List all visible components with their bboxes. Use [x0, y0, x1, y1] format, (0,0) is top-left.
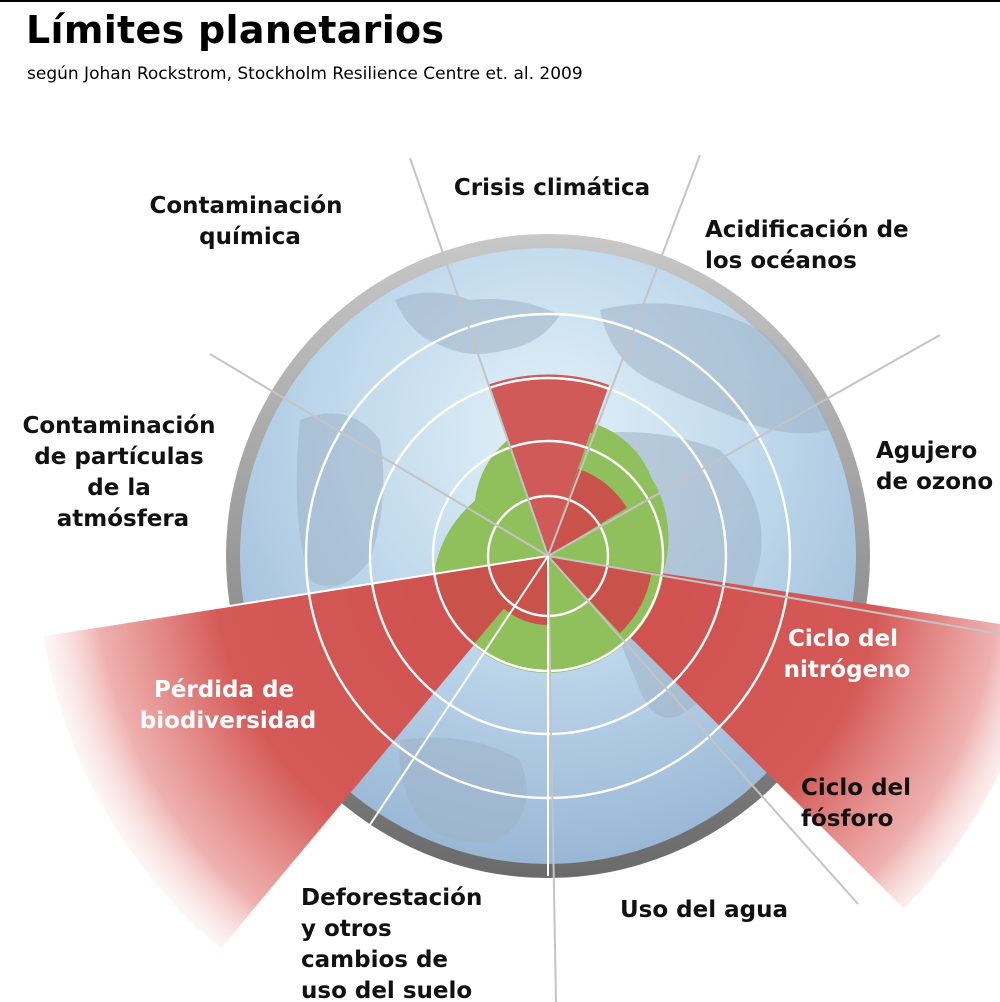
label-particles-line-1: Contaminación	[22, 413, 215, 439]
label-land-use-line-3: cambios de	[301, 947, 448, 973]
spoke-8	[31, 555, 549, 638]
label-land-use: Deforestación y otros cambios de uso del…	[301, 885, 490, 1002]
label-chemical: Contaminación química	[149, 193, 350, 250]
label-nitrogen-line-2: nitrógeno	[784, 657, 911, 683]
label-acidification: Acidificación de los océanos	[705, 217, 917, 274]
label-ozone-line-2: de ozono	[876, 469, 993, 495]
page-subtitle: según Johan Rockstrom, Stockholm Resilie…	[27, 64, 583, 84]
label-chemical-line-2: química	[199, 224, 301, 250]
spoke-4	[547, 555, 1000, 635]
label-water: Uso del agua	[620, 897, 788, 923]
label-nitrogen: Ciclo del nitrógeno	[784, 626, 911, 683]
label-biodiversity: Pérdida de biodiversidad	[140, 677, 316, 734]
spoke-7	[329, 555, 549, 886]
label-particles: Contaminación de partículas de la atmósf…	[22, 413, 223, 532]
label-land-use-line-1: Deforestación	[301, 885, 482, 911]
spoke-9	[209, 353, 549, 557]
wedge-acidification-safe	[548, 432, 652, 556]
label-land-use-line-2: y otros	[301, 916, 392, 942]
label-acidification-line-1: Acidificación de	[705, 217, 909, 243]
nitrogen-wedge	[548, 556, 1000, 909]
label-ozone: Agujero de ozono	[876, 438, 993, 495]
label-climate-line-1: Crisis climática	[454, 175, 650, 201]
wedge-ozone	[548, 478, 669, 574]
label-particles-line-2: de partículas	[34, 444, 203, 470]
wedge-water	[548, 556, 625, 673]
label-biodiversity-line-1: Pérdida de	[154, 677, 294, 703]
label-chemical-line-1: Contaminación	[149, 193, 342, 219]
label-particles-line-4: atmósfera	[57, 506, 189, 532]
spokes	[31, 154, 1000, 1002]
label-phosphorus-line-1: Ciclo del	[801, 775, 911, 801]
spoke-1	[409, 157, 549, 557]
label-ozone-line-1: Agujero	[876, 438, 977, 464]
wedge-phosphorus-core	[548, 556, 652, 633]
continent-america	[296, 413, 384, 587]
label-land-use-line-4: uso del suelo	[301, 978, 472, 1002]
label-phosphorus: Ciclo del fósforo	[801, 775, 919, 832]
label-water-line-1: Uso del agua	[620, 897, 788, 923]
continent-asia	[600, 303, 830, 434]
wedge-biodiversity-inner	[434, 556, 548, 646]
boundary-labels: Crisis climática Acidificación de los oc…	[22, 175, 993, 1002]
spoke-6	[547, 555, 557, 1002]
label-particles-line-3: de la	[87, 475, 150, 501]
spoke-3	[547, 334, 941, 557]
biodiversity-wedge	[43, 556, 548, 949]
page-title: Límites planetarios	[26, 8, 445, 52]
label-biodiversity-line-2: biodiversidad	[140, 708, 316, 734]
spoke-5	[547, 555, 859, 905]
spoke-2	[547, 154, 701, 557]
wedge-climate	[488, 374, 610, 556]
label-phosphorus-line-2: fósforo	[801, 806, 893, 832]
label-acidification-line-2: los océanos	[705, 248, 857, 274]
top-border	[0, 0, 1000, 2]
label-nitrogen-line-1: Ciclo del	[788, 626, 898, 652]
label-climate: Crisis climática	[454, 175, 650, 201]
continent-south	[399, 737, 527, 843]
